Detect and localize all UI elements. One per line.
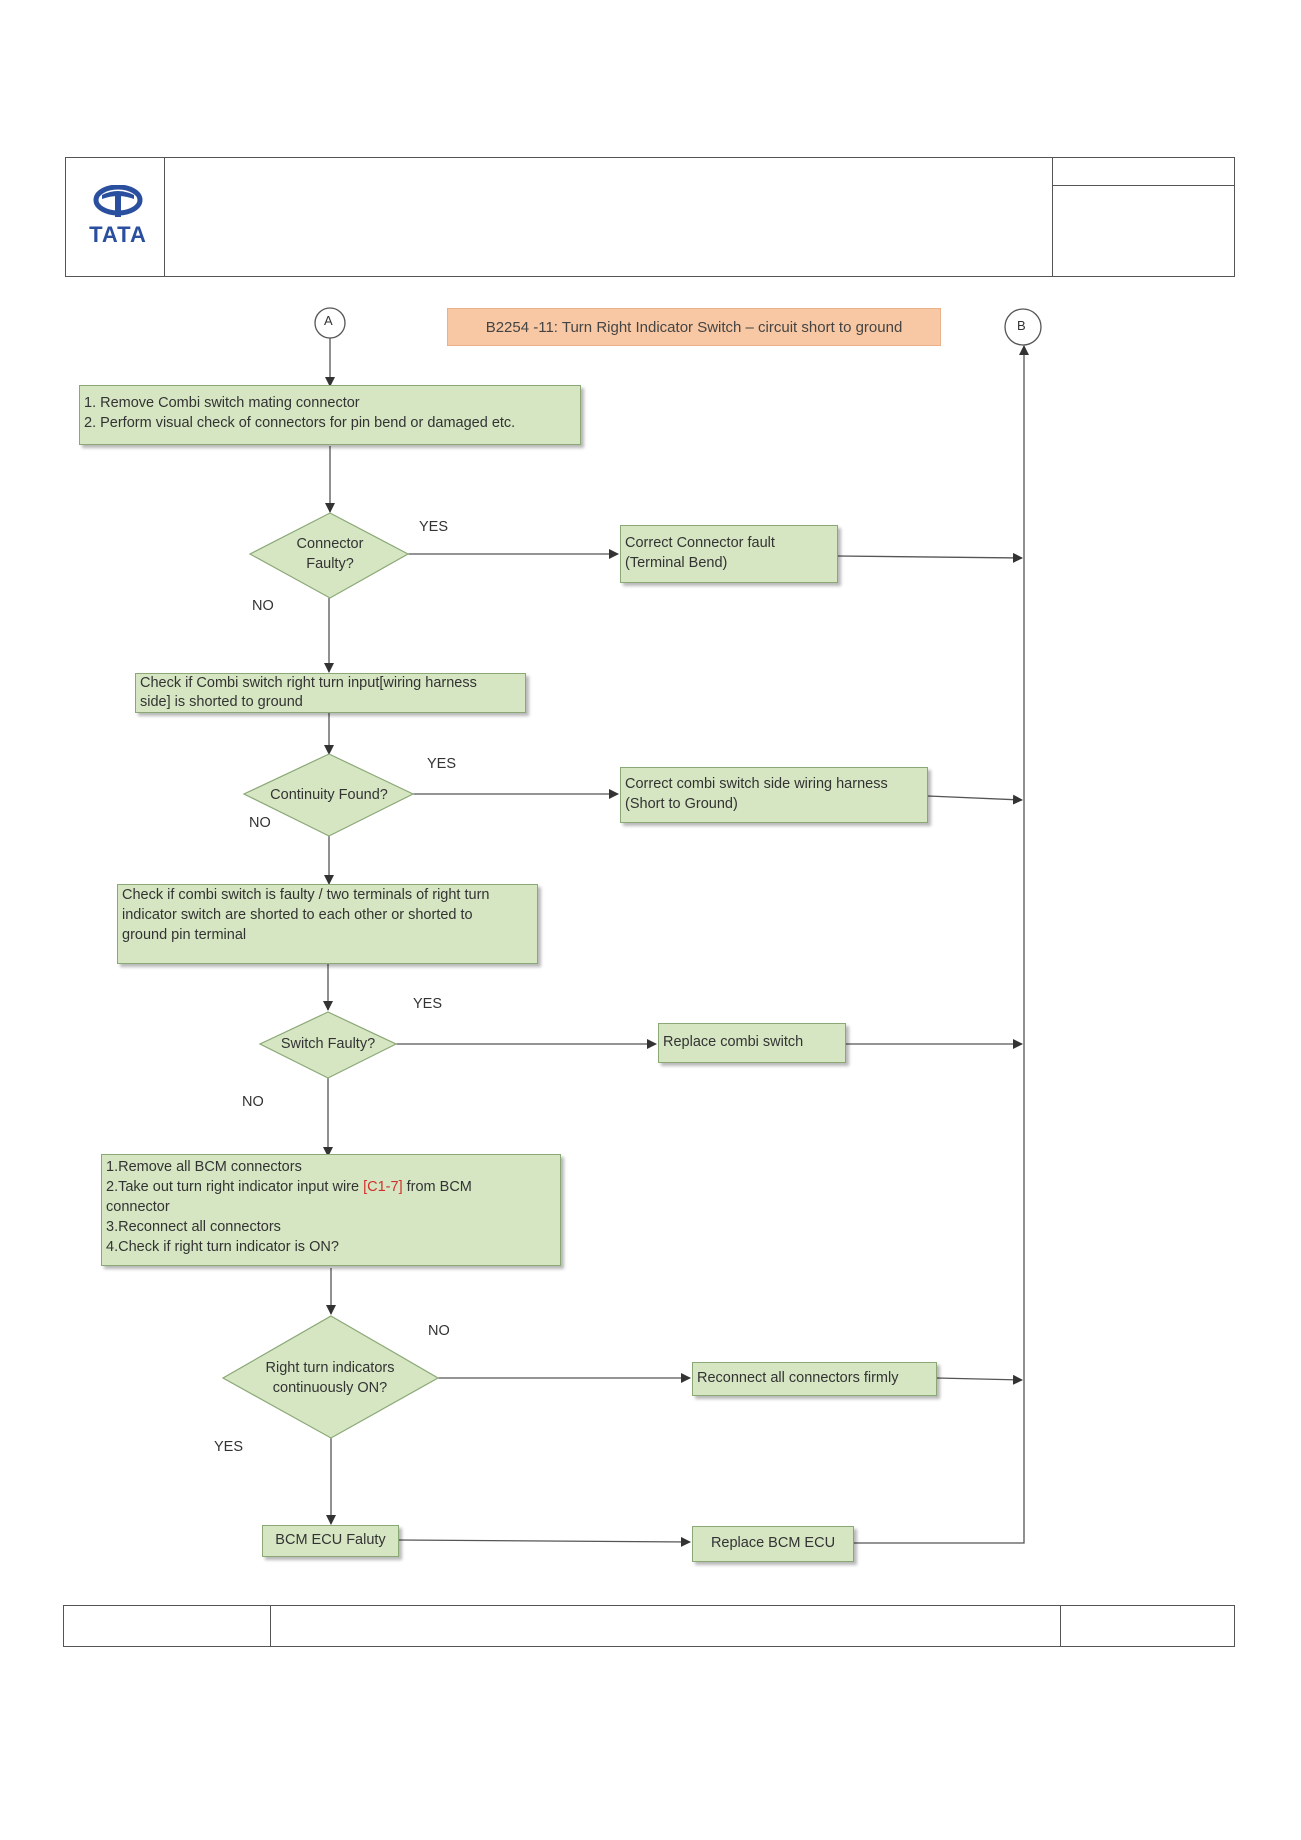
label-no-3: NO — [242, 1094, 264, 1110]
step-remove-bcm-connectors: 1.Remove all BCM connectors 2.Take out t… — [101, 1154, 561, 1266]
action-reconnect-connectors: Reconnect all connectors firmly — [692, 1362, 937, 1396]
label-yes-1: YES — [419, 519, 449, 535]
step4-line5: 4.Check if right turn indicator is ON? — [106, 1239, 339, 1255]
label-yes-3: YES — [413, 996, 443, 1012]
decision-switch-faulty-label: Switch Faulty? — [280, 1036, 376, 1052]
label-no-2: NO — [249, 815, 271, 831]
label-yes-2: YES — [427, 756, 457, 772]
step3-line3: ground pin terminal — [122, 927, 247, 943]
decision-continuity-label: Continuity Found? — [270, 787, 388, 803]
tata-logo-icon — [93, 185, 143, 217]
step-bcm-ecu-faulty: BCM ECU Faluty — [262, 1525, 399, 1557]
step3-line2: indicator switch are shorted to each oth… — [122, 907, 473, 923]
decision4-line2: continuously ON? — [272, 1380, 388, 1396]
label-yes-4: YES — [214, 1439, 244, 1455]
step-remove-combi-connector: 1. Remove Combi switch mating connector … — [79, 385, 581, 445]
header-right-divider — [1052, 185, 1235, 186]
step4-line1: 1.Remove all BCM connectors — [106, 1159, 302, 1175]
connector-b-label: B — [1017, 318, 1026, 333]
step-check-combi-short: Check if Combi switch right turn input[w… — [135, 673, 526, 713]
action1-line2: (Terminal Bend) — [625, 555, 728, 571]
footer-right-cell — [1060, 1605, 1235, 1647]
action-replace-combi-switch: Replace combi switch — [658, 1023, 846, 1063]
step4-line2: 2.Take out turn right indicator input wi… — [106, 1177, 556, 1197]
step3-line1: Check if combi switch is faulty / two te… — [122, 887, 490, 903]
header-logo-cell — [65, 157, 165, 277]
step1-line1: 1. Remove Combi switch mating connector — [84, 395, 360, 411]
action-correct-combi-harness: Correct combi switch side wiring harness… — [620, 767, 928, 823]
step4-line3: connector — [106, 1199, 170, 1215]
decision4-line1: Right turn indicators — [265, 1360, 395, 1376]
decision-right-turn-on-diamond — [221, 1315, 440, 1439]
step4-wire-code: [C1-7] — [363, 1179, 403, 1195]
action2-line2: (Short to Ground) — [625, 796, 738, 812]
header-right-cell — [1052, 157, 1235, 277]
decision-switch-faulty-diamond — [258, 1011, 398, 1079]
action1-line1: Correct Connector fault — [625, 535, 775, 551]
step4-line4: 3.Reconnect all connectors — [106, 1219, 281, 1235]
decision-connector-faulty-diamond — [248, 512, 410, 599]
action-correct-connector-fault: Correct Connector fault (Terminal Bend) — [620, 525, 838, 583]
label-no-1: NO — [252, 598, 274, 614]
logo-text: TATA — [89, 222, 147, 247]
decision-right-turn-on-label: Right turn indicators continuously ON? — [240, 1358, 420, 1398]
connector-a-label: A — [324, 313, 333, 328]
footer-left-cell — [63, 1605, 271, 1647]
header-table — [65, 157, 1235, 277]
action2-line1: Correct combi switch side wiring harness — [625, 776, 888, 792]
action-replace-bcm-ecu: Replace BCM ECU — [692, 1526, 854, 1562]
decision1-line2: Faulty? — [306, 556, 354, 572]
step1-line2: 2. Perform visual check of connectors fo… — [84, 415, 516, 431]
step-check-combi-switch: Check if combi switch is faulty / two te… — [117, 884, 538, 964]
decision-continuity-diamond — [242, 753, 415, 837]
label-no-4: NO — [428, 1323, 450, 1339]
flowchart-title: B2254 -11: Turn Right Indicator Switch –… — [447, 308, 941, 346]
decision-connector-faulty-label: Connector Faulty? — [262, 534, 398, 574]
decision1-line1: Connector — [296, 536, 364, 552]
step4-line2-text: 2.Take out turn right indicator input wi… — [106, 1179, 364, 1195]
step2-line2: side] is shorted to ground — [140, 694, 303, 710]
step2-line1: Check if Combi switch right turn input[w… — [140, 675, 477, 691]
step4-line2-suffix: from BCM — [402, 1179, 472, 1195]
